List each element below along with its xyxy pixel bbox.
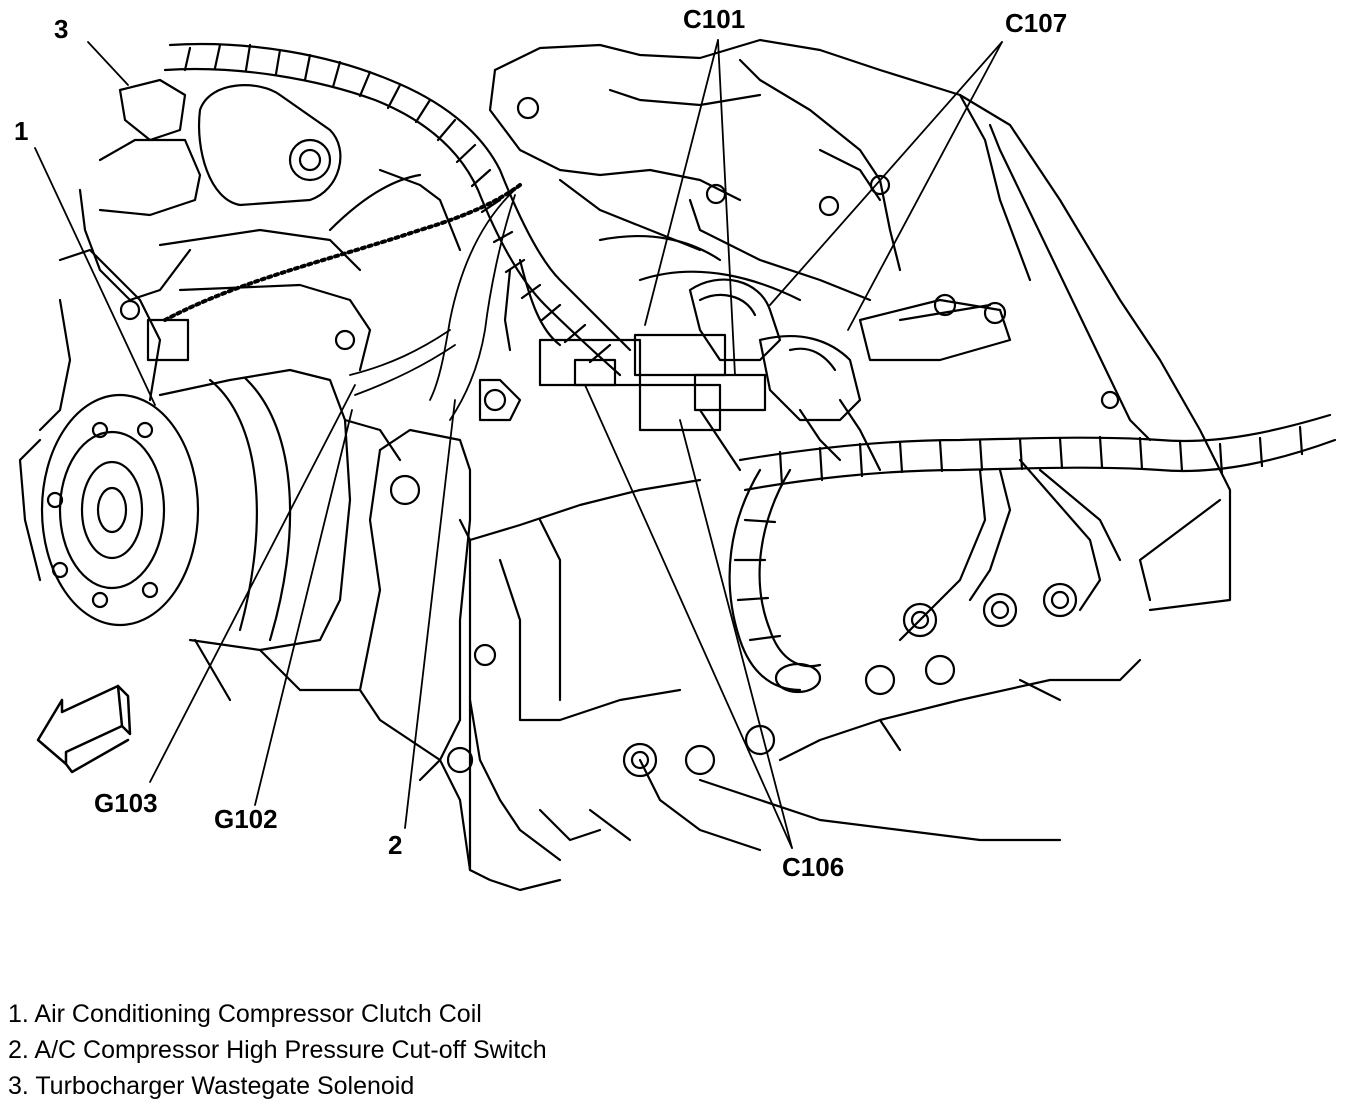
- callout-1: 1: [14, 116, 29, 146]
- wiring-harness-upper: [165, 44, 630, 375]
- front-direction-arrow: [38, 686, 130, 772]
- callout-g102: G102: [214, 804, 278, 834]
- ac-compressor: [20, 370, 400, 700]
- engine-block: [490, 40, 1230, 610]
- lower-block: [360, 430, 1140, 890]
- upper-left-components: [40, 80, 460, 430]
- leader-lines: [35, 40, 1002, 848]
- legend-item-2: 2. A/C Compressor High Pressure Cut-off …: [8, 1036, 547, 1064]
- injector-lines: [540, 460, 1120, 840]
- callout-c101: C101: [683, 4, 746, 34]
- callout-2: 2: [388, 830, 403, 860]
- connector-c106-b: [640, 385, 720, 430]
- engine-compartment-diagram: [0, 0, 1360, 960]
- callout-g103: G103: [94, 788, 158, 818]
- braided-cable: [165, 185, 520, 320]
- component-legend: 1. Air Conditioning Compressor Clutch Co…: [8, 996, 908, 1104]
- legend-item-1: 1. Air Conditioning Compressor Clutch Co…: [8, 1000, 482, 1028]
- wiring-harness-lower: [600, 236, 1335, 692]
- callout-c107: C107: [1005, 8, 1068, 38]
- callout-c106: C106: [782, 852, 845, 882]
- connectors: [480, 260, 1010, 470]
- callout-3: 3: [54, 14, 69, 44]
- legend-item-3: 3. Turbocharger Wastegate Solenoid: [8, 1072, 415, 1100]
- switch-wires: [350, 185, 520, 420]
